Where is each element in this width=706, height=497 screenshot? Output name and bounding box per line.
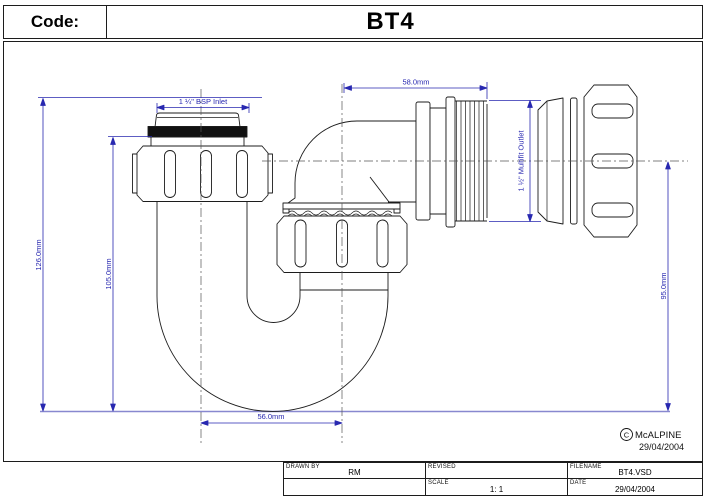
trap-body [132,84,638,412]
dimension-top-offset [343,82,488,99]
copyright-symbol: C [624,430,630,439]
code-label: Code: [4,6,107,38]
scale-label: SCALE [428,480,449,486]
cell-scale: SCALE 1: 1 [426,479,568,495]
filename-label: FILENAME [570,464,602,470]
dim-text-58: 58.0mm [402,78,429,87]
cell-date: DATE 29/04/2004 [568,479,702,495]
copyright-circle-icon [620,428,633,441]
dimension-inlet [156,103,250,113]
revised-label: REVISED [428,464,456,470]
inlet-seal-ring [147,126,248,138]
drawn-by-label: DRAWN BY [286,464,320,470]
drawn-by-value: RM [348,468,361,477]
dim-text-inlet: 1 ¼" BSP Inlet [179,97,228,106]
cell-filename: FILENAME BT4.VSD [568,463,702,479]
centerlines [200,84,688,443]
elbow-mold-line [369,176,390,203]
cell-drawn-by: DRAWN BY RM [284,463,426,479]
copyright-stamp: C McALPINE 29/04/2004 [620,428,684,452]
dim-text-105: 105.0mm [104,258,113,289]
date-label: DATE [570,480,587,486]
scale-value: 1: 1 [489,485,504,494]
title-block: DRAWN BY RM REVISED FILENAME BT4.VSD SCA… [283,462,703,496]
dimension-outlet-size [489,100,541,222]
dim-text-95: 95.0mm [659,272,668,299]
dimension-overall-height [38,97,262,412]
dimension-body-height [108,136,152,412]
dim-text-56: 56.0mm [257,412,284,421]
dimension-bottom-width [200,420,343,426]
cell-empty [284,479,426,495]
code-value: BT4 [366,8,415,35]
copyright-date: 29/04/2004 [639,442,684,452]
filename-value: BT4.VSD [618,468,652,477]
dimension-outlet-height [665,161,671,411]
date-value: 29/04/2004 [614,485,656,494]
dim-text-outlet: 1 ½" Multifit Outlet [517,130,526,192]
cell-revised: REVISED [426,463,568,479]
copyright-company: McALPINE [635,430,681,441]
title-bar: Code: BT4 [3,5,703,39]
dim-text-126: 126.0mm [34,239,43,270]
